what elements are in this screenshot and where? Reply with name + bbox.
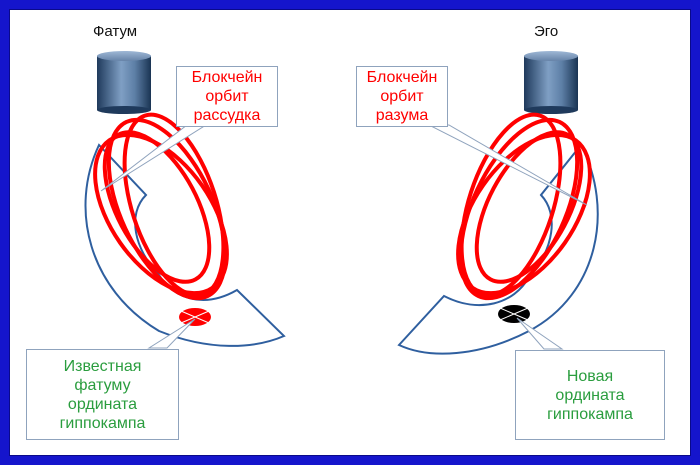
fatum-orbit-label-box: Блокчейн орбит рассудка — [176, 66, 278, 127]
ego-title: Эго — [534, 23, 559, 40]
diagram-svg — [84, 51, 599, 355]
ego-coordinate-label-box: Новая ордината гиппокампа — [515, 350, 665, 440]
fatum-coordinate-label-line: Известная — [63, 357, 142, 375]
diagram-canvas: Фатум Эго Блокчейн орбит рассудка Блокче… — [9, 9, 691, 456]
fatum-orbit-label-line: орбит — [205, 88, 249, 105]
ego-coordinate-marker — [498, 305, 530, 323]
ego-orbit-label-line: разума — [375, 107, 429, 124]
ego-orbit-label-box: Блокчейн орбит разума — [356, 66, 448, 127]
fatum-title: Фатум — [93, 23, 138, 40]
ego-orbit-label-line: Блокчейн — [366, 69, 438, 86]
fatum-coordinate-label-line: ордината — [67, 395, 138, 413]
fatum-orbit-label-line: Блокчейн — [191, 69, 263, 86]
fatum-cylinder — [97, 51, 151, 114]
ego-coordinate-label-line: Новая — [566, 367, 614, 385]
ego-cylinder — [524, 51, 578, 114]
fatum-coordinate-label-line: гиппокампа — [59, 414, 146, 432]
ego-orbits — [456, 112, 592, 301]
fatum-hippocampus-outline — [84, 143, 286, 347]
fatum-coordinate-label-box: Известная фатуму ордината гиппокампа — [26, 349, 179, 440]
fatum-coordinate-callout-pointer — [147, 318, 196, 349]
ego-orbit-label-line: орбит — [380, 88, 424, 105]
ego-coordinate-label-line: гиппокампа — [547, 405, 633, 423]
ego-coordinate-label-line: ордината — [555, 386, 625, 404]
fatum-coordinate-label-line: фатуму — [74, 376, 131, 394]
fatum-orbit-label-line: рассудка — [193, 107, 261, 124]
fatum-orbits — [93, 112, 229, 301]
ego-coordinate-callout-pointer — [516, 317, 564, 350]
fatum-coordinate-marker — [179, 308, 211, 326]
